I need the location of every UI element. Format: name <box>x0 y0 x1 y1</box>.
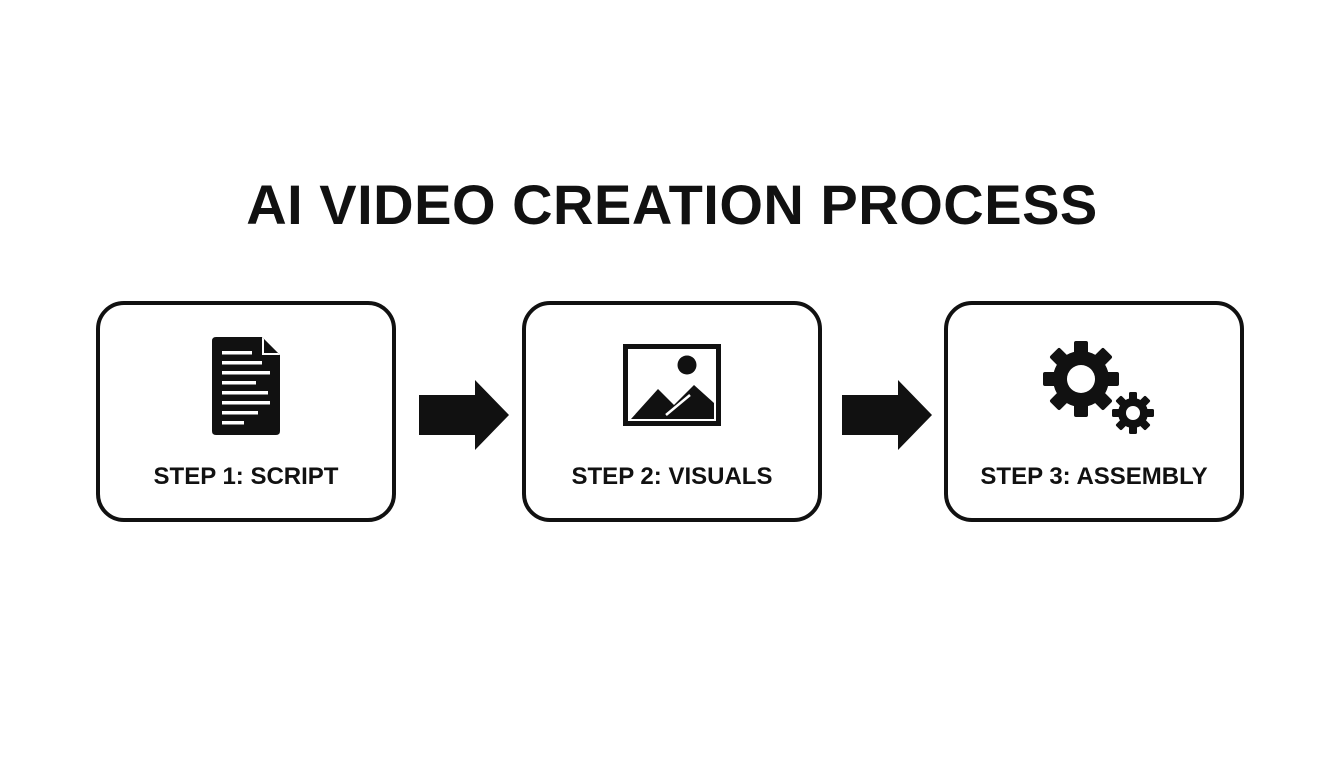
step-label-assembly: STEP 3: ASSEMBLY <box>980 463 1208 490</box>
diagram-title: AI VIDEO CREATION PROCESS <box>246 173 1098 236</box>
gears-icon <box>948 331 1240 441</box>
right-arrow-icon <box>842 380 932 450</box>
right-arrow-icon <box>419 380 509 450</box>
step-label-visuals: STEP 2: VISUALS <box>571 463 773 490</box>
step-label-script: STEP 1: SCRIPT <box>153 463 339 490</box>
step-box-script: STEP 1: SCRIPT <box>96 301 396 522</box>
step-box-assembly: STEP 3: ASSEMBLY <box>944 301 1244 522</box>
image-icon <box>526 343 818 427</box>
step-box-visuals: STEP 2: VISUALS <box>522 301 822 522</box>
document-icon <box>100 335 392 439</box>
